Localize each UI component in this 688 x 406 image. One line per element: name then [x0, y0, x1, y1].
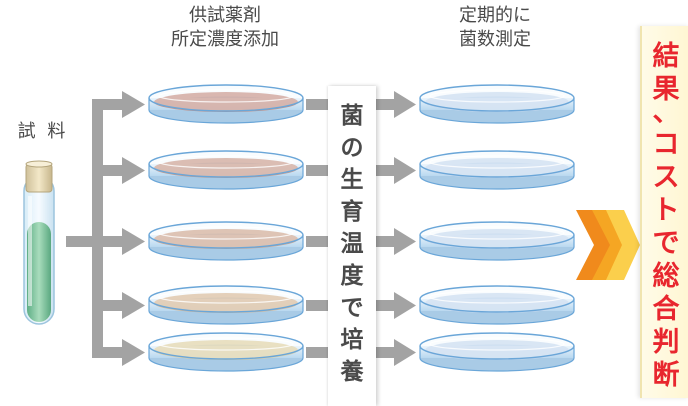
culture-char: で	[340, 295, 364, 321]
culture-char: の	[340, 135, 364, 161]
result-text: 結 果 、 コ ス ト で 総 合 判 断	[642, 40, 688, 392]
arrows-to-measurement	[376, 91, 416, 366]
result-char: コ	[652, 129, 680, 160]
result-char: 果	[652, 74, 680, 105]
measurement-petri-dish	[419, 150, 575, 190]
culture-char: 養	[340, 359, 364, 385]
arrow-to-dish-1	[92, 91, 145, 118]
treated-petri-dish	[148, 221, 304, 261]
result-char: 結	[652, 41, 680, 72]
culture-char: 育	[340, 199, 364, 225]
result-char: 断	[652, 360, 680, 391]
result-char: ト	[652, 195, 680, 226]
culture-char: 菌	[340, 103, 364, 129]
result-char: で	[652, 228, 680, 259]
result-panel: 結 果 、 コ ス ト で 総 合 判 断	[640, 26, 688, 398]
culture-char: 培	[340, 327, 364, 353]
result-char: 、	[652, 97, 680, 128]
treated-petri-dish	[148, 150, 304, 190]
result-char: 判	[652, 327, 680, 358]
treated-petri-dish	[148, 84, 304, 124]
arrow-to-dish-2	[92, 157, 145, 184]
culture-step-text: 菌 の 生 育 温 度 で 培 養	[328, 100, 376, 388]
arrow-to-dish-4	[92, 292, 145, 319]
measurement-petri-dish	[419, 285, 575, 325]
arrow-to-dish-5	[92, 339, 145, 366]
result-char: 総	[652, 261, 680, 292]
measurement-header-line-1: 定期的に	[459, 5, 531, 26]
culture-step-panel: 菌 の 生 育 温 度 で 培 養	[328, 86, 376, 406]
reagent-header-line-2: 所定濃度添加	[171, 29, 279, 50]
culture-char: 生	[340, 167, 364, 193]
measurement-dishes	[419, 84, 575, 372]
test-tube	[23, 160, 55, 325]
culture-char: 度	[340, 263, 364, 289]
result-char: ス	[652, 162, 680, 193]
reagent-header-line-1: 供試薬剤	[189, 5, 261, 26]
reagent-header: 供試薬剤 所定濃度添加	[125, 4, 325, 52]
split-arrows	[66, 91, 145, 366]
measurement-petri-dish	[419, 84, 575, 124]
measurement-header: 定期的に 菌数測定	[395, 4, 595, 52]
measurement-petri-dish	[419, 332, 575, 372]
arrow-to-dish-3	[92, 228, 145, 255]
sample-label: 試 料	[17, 121, 69, 142]
culture-char: 温	[340, 231, 364, 257]
measurement-header-line-2: 菌数測定	[459, 29, 531, 50]
result-char: 合	[652, 294, 680, 325]
treated-petri-dish	[148, 285, 304, 325]
result-chevron-arrows	[576, 210, 640, 280]
treated-dishes	[148, 84, 304, 372]
measurement-petri-dish	[419, 221, 575, 261]
arrows-to-culture	[306, 99, 328, 358]
treated-petri-dish	[148, 332, 304, 372]
